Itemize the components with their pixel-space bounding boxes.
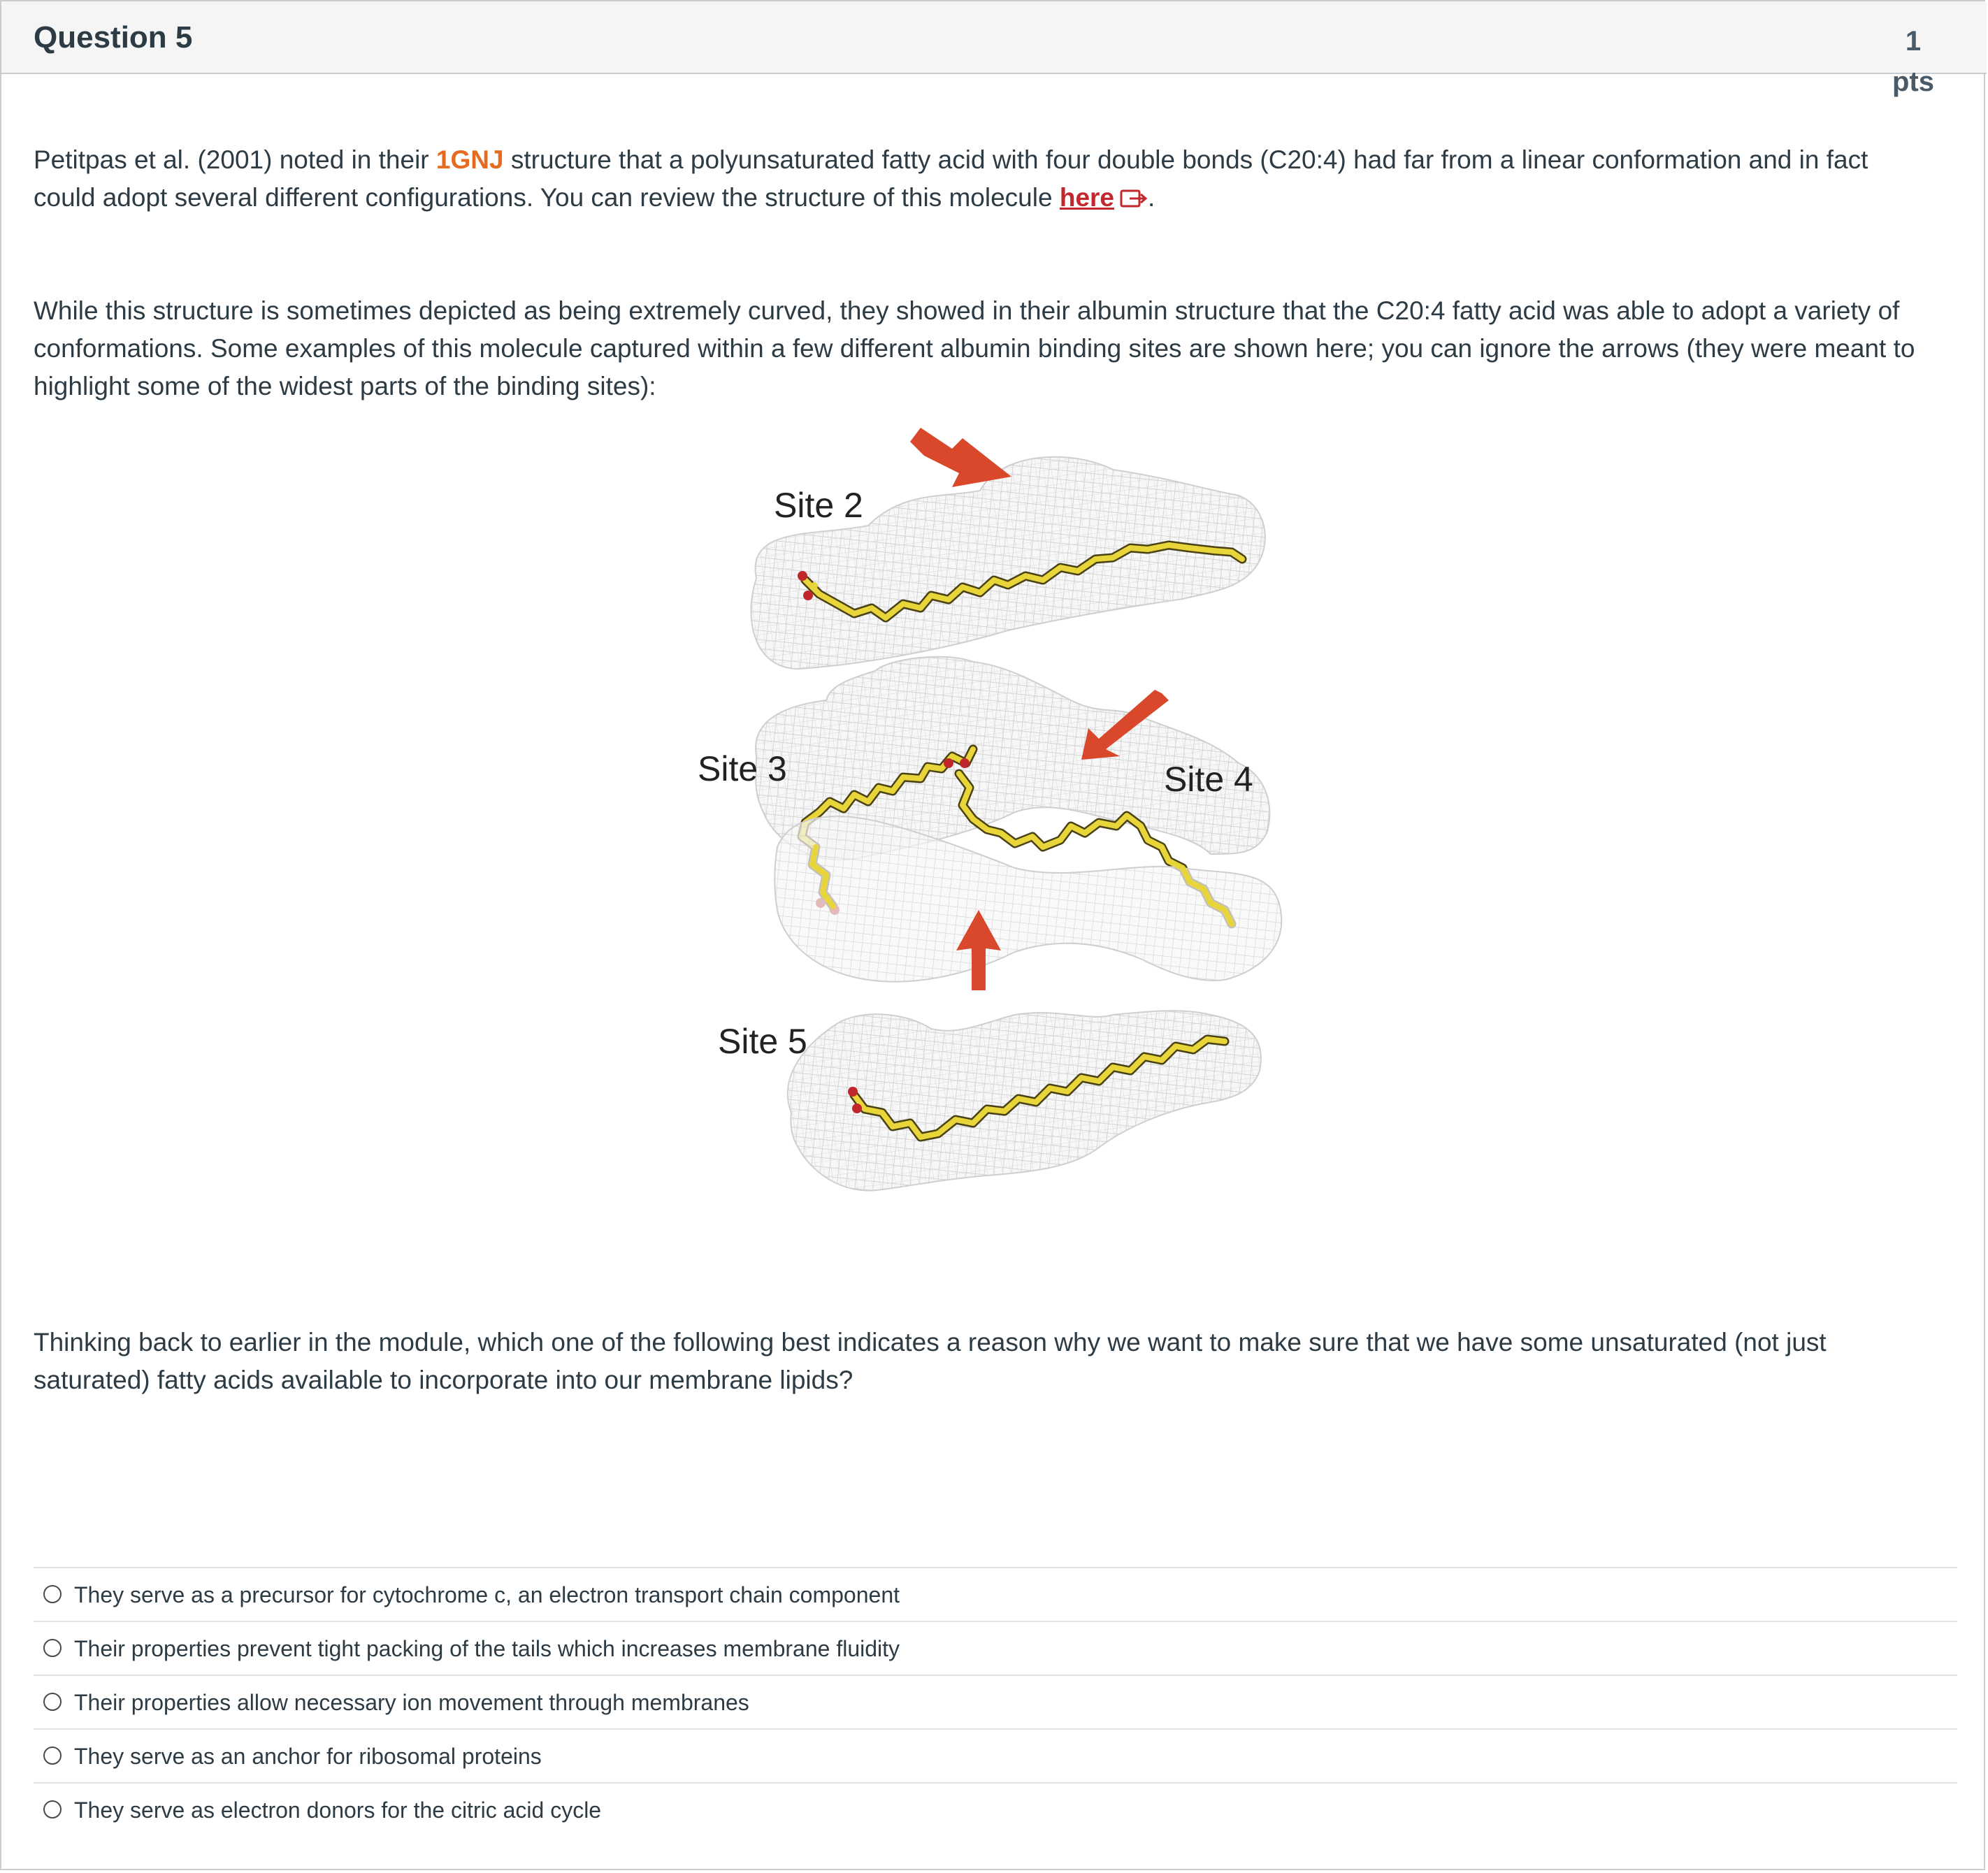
answer-option-4[interactable]: They serve as an anchor for ribosomal pr… — [34, 1730, 1957, 1784]
site-5-label: Site 5 — [718, 1022, 807, 1061]
site-3-4-surface-lower — [774, 816, 1283, 983]
answer-radio-2[interactable] — [43, 1639, 62, 1657]
question-text-intro: Petitpas et al. (2001) noted in their 1G… — [34, 141, 1921, 217]
answer-option-3[interactable]: Their properties allow necessary ion mov… — [34, 1676, 1957, 1730]
binding-sites-figure: Site 2 — [679, 421, 1312, 1249]
site-4-arrow — [1081, 690, 1169, 760]
site-4-chain-tail — [1138, 823, 1234, 927]
question-text-context: While this structure is sometimes depict… — [34, 296, 1915, 400]
site-2-fatty-acid — [798, 540, 1247, 623]
answer-label-2[interactable]: Their properties prevent tight packing o… — [74, 1636, 900, 1661]
binding-sites-image: Site 2 — [698, 428, 1283, 1192]
intro-text-end: . — [1148, 183, 1155, 212]
answer-radio-1[interactable] — [43, 1585, 62, 1603]
answer-option-2[interactable]: Their properties prevent tight packing o… — [34, 1622, 1957, 1676]
site-4-label: Site 4 — [1164, 760, 1253, 799]
answer-label-3[interactable]: Their properties allow necessary ion mov… — [74, 1690, 749, 1715]
question-prompt: Thinking back to earlier in the module, … — [34, 1328, 1827, 1394]
site-3-label: Site 3 — [698, 749, 787, 788]
points-value: 1 — [1905, 26, 1922, 57]
answer-radio-3[interactable] — [43, 1693, 62, 1711]
intro-text-start: Petitpas et al. (2001) noted in their — [34, 145, 436, 174]
answer-radio-4[interactable] — [43, 1747, 62, 1765]
site-5-fatty-acid — [848, 1034, 1230, 1142]
site-3-4-surface — [755, 656, 1271, 861]
question-header: Question 5 1 pts — [1, 1, 1987, 97]
points-unit: pts — [1892, 66, 1934, 97]
answer-label-4[interactable]: They serve as an anchor for ribosomal pr… — [74, 1744, 542, 1769]
answer-label-5[interactable]: They serve as electron donors for the ci… — [74, 1798, 602, 1823]
answer-option-1[interactable]: They serve as a precursor for cytochrome… — [34, 1568, 1957, 1622]
question-points: 1 pts — [1889, 21, 1938, 102]
answer-label-1[interactable]: They serve as a precursor for cytochrome… — [74, 1582, 900, 1607]
site-2-arrow — [910, 428, 1011, 487]
structure-link[interactable]: here — [1059, 183, 1114, 212]
intro-text-middle: structure that a polyunsaturated fatty a… — [34, 145, 1868, 212]
site-3-4-up-arrow — [956, 910, 1001, 990]
question-title: Question 5 — [34, 20, 193, 55]
answer-radio-5[interactable] — [43, 1800, 62, 1818]
site-2-label: Site 2 — [774, 486, 863, 525]
answer-list: They serve as a precursor for cytochrome… — [34, 1567, 1957, 1837]
site-3-chain-head — [809, 844, 836, 909]
pdb-id: 1GNJ — [435, 145, 504, 174]
external-link-icon[interactable] — [1120, 188, 1148, 209]
answer-option-5[interactable]: They serve as electron donors for the ci… — [34, 1784, 1957, 1837]
